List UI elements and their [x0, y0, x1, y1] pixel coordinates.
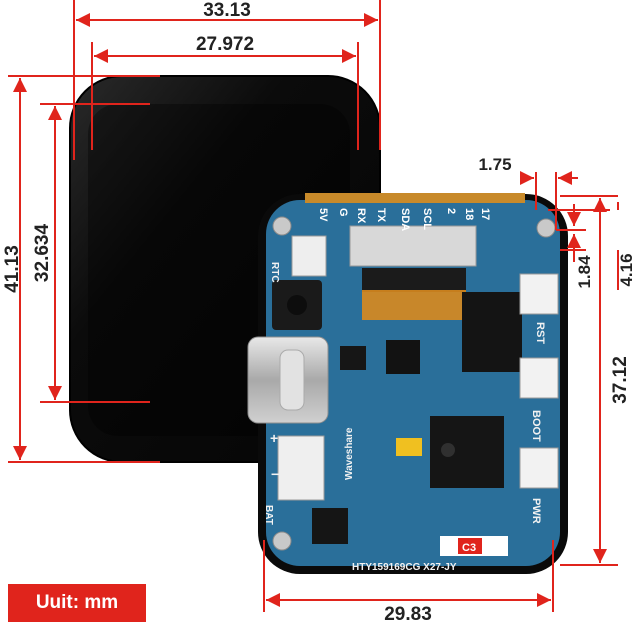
offset-b-value: 1.84 [575, 255, 594, 289]
pin-label: RX [355, 208, 367, 224]
rst-label: RST [534, 322, 546, 344]
outer-width-value: 33.13 [203, 0, 251, 21]
pin-header [305, 193, 525, 203]
brand-label: Waveshare [344, 427, 355, 480]
serial-label: HTY159169CG X27-JY [352, 562, 457, 573]
pwr-label: PWR [530, 498, 542, 524]
display-width-value: 27.972 [196, 34, 254, 55]
pin-label: 5V [317, 208, 329, 222]
pin-label: 17 [479, 208, 491, 220]
pin-labels: 5V G RX TX SDA SCL 2 18 17 [317, 208, 491, 231]
pin-label: 2 [445, 208, 457, 214]
pin-label: G [337, 208, 349, 217]
offset-c-value: 4.16 [617, 253, 636, 286]
bat-label: BAT [263, 505, 274, 525]
c3-label: C3 [462, 542, 476, 554]
outer-height-value: 41.13 [2, 245, 23, 293]
display-height-value: 32.634 [32, 224, 53, 283]
pin-label: TX [375, 208, 387, 223]
unit-badge: Uuit: mm [8, 584, 146, 622]
offset-a-value: 1.75 [478, 155, 511, 174]
dimension-lines [8, 0, 619, 612]
pin-label: SCL [421, 208, 433, 230]
board-width-value: 29.83 [384, 604, 432, 624]
boot-label: BOOT [530, 410, 542, 442]
bat-plus-label: + [270, 430, 278, 446]
pcb-board [247, 193, 568, 574]
bat-minus-label: − [271, 466, 279, 482]
pin-label: 18 [463, 208, 475, 220]
rtc-label: RTC [269, 262, 280, 283]
pin-label: SDA [399, 208, 411, 231]
board-height-value: 37.12 [610, 356, 631, 404]
